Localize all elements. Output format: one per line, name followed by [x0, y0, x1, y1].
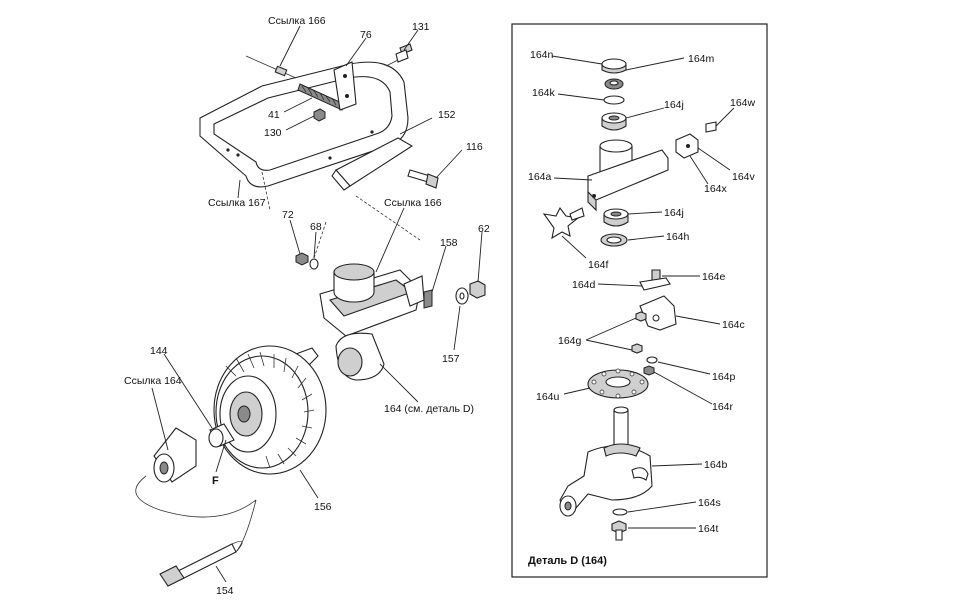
- fork-164b: [559, 406, 653, 517]
- spacer-144: [208, 423, 235, 448]
- label-164c: 164c: [722, 319, 745, 331]
- label-157: 157: [442, 353, 460, 365]
- label-f: F: [212, 475, 219, 487]
- knob-164f: [542, 206, 585, 240]
- label-164u: 164u: [536, 391, 560, 403]
- label-131: 131: [412, 21, 430, 33]
- leader-lines-left: [151, 25, 483, 583]
- nut-164g-top: [635, 311, 647, 322]
- nut-164r: [643, 365, 655, 376]
- label-41: 41: [268, 109, 280, 121]
- label-164n: 164n: [530, 49, 554, 61]
- label-164j-top: 164j: [664, 99, 684, 111]
- label-144: 144: [150, 345, 168, 357]
- detail-title: Деталь D (164): [528, 555, 607, 567]
- block-164v: [675, 133, 699, 159]
- wheel-156: [213, 345, 327, 475]
- bolt-131: [385, 43, 413, 67]
- block-164d: [639, 277, 671, 291]
- axle-bolt-154: [159, 540, 243, 587]
- label-164t: 164t: [698, 523, 719, 535]
- label-68: 68: [310, 221, 322, 233]
- label-164s: 164s: [698, 497, 721, 509]
- bearing-164h: [600, 233, 628, 247]
- label-164r: 164r: [712, 401, 734, 413]
- axle-path-line: [135, 475, 257, 518]
- label-164e: 164e: [702, 271, 726, 283]
- label-ref167: Ссылка 167: [208, 197, 266, 209]
- washer-68: [309, 258, 319, 270]
- label-ref166-top: Ссылка 166: [268, 15, 326, 27]
- label-164g: 164g: [558, 335, 582, 347]
- housing-164a: [587, 139, 669, 212]
- label-76: 76: [360, 29, 372, 41]
- bracket-152: [331, 137, 414, 191]
- label-158: 158: [440, 237, 458, 249]
- screw-164e: [651, 269, 661, 281]
- nut-130: [313, 108, 326, 122]
- detail-d-panel: 164n 164m 164k 164j 164w 164a 164v 164x …: [511, 23, 768, 578]
- index-plate-164u: [587, 368, 649, 399]
- axle-path-line: [235, 499, 257, 553]
- label-164j-mid: 164j: [664, 207, 684, 219]
- bearing-164m: [604, 78, 624, 90]
- nut-72: [295, 252, 309, 266]
- cable-spring-41: [245, 55, 345, 111]
- label-164f: 164f: [588, 259, 609, 271]
- label-164v: 164v: [732, 171, 756, 183]
- label-164x: 164x: [704, 183, 728, 195]
- label-164b: 164b: [704, 459, 728, 471]
- assembly-line: [355, 195, 421, 241]
- washer-164p: [646, 356, 658, 364]
- washer-164s: [612, 508, 628, 516]
- screw-164w: [705, 121, 717, 133]
- label-164: 164 (см. деталь D): [384, 403, 474, 415]
- bolt-164t: [611, 520, 627, 541]
- washer-157-hole: [459, 292, 465, 300]
- bolt-116: [407, 169, 439, 189]
- assembly-line: [261, 171, 271, 211]
- lever-plate-76: [333, 61, 357, 111]
- label-156: 156: [314, 501, 332, 513]
- caster-housing-164: [295, 263, 425, 381]
- bearing-164j-top: [601, 112, 627, 131]
- label-130: 130: [264, 127, 282, 139]
- label-164a: 164a: [528, 171, 552, 183]
- label-164d: 164d: [572, 279, 596, 291]
- label-164k: 164k: [532, 87, 556, 99]
- washer-164k: [603, 95, 625, 105]
- label-152: 152: [438, 109, 456, 121]
- cap-164n: [601, 58, 627, 74]
- label-164p: 164p: [712, 371, 736, 383]
- label-164m: 164m: [688, 53, 715, 65]
- label-ref166-mid: Ссылка 166: [384, 197, 442, 209]
- nut-164g-bottom: [631, 343, 643, 354]
- label-154: 154: [216, 585, 234, 597]
- label-62: 62: [478, 223, 490, 235]
- nut-62: [469, 280, 486, 299]
- bearing-164j-mid: [603, 208, 629, 227]
- pin-158: [423, 289, 433, 309]
- fork-ref164: [153, 427, 197, 483]
- label-164h: 164h: [666, 231, 690, 243]
- label-72: 72: [282, 209, 294, 221]
- leader-lines-detail: [551, 55, 735, 529]
- label-116: 116: [466, 141, 483, 153]
- label-ref164: Ссылка 164: [124, 375, 182, 387]
- label-164w: 164w: [730, 97, 756, 109]
